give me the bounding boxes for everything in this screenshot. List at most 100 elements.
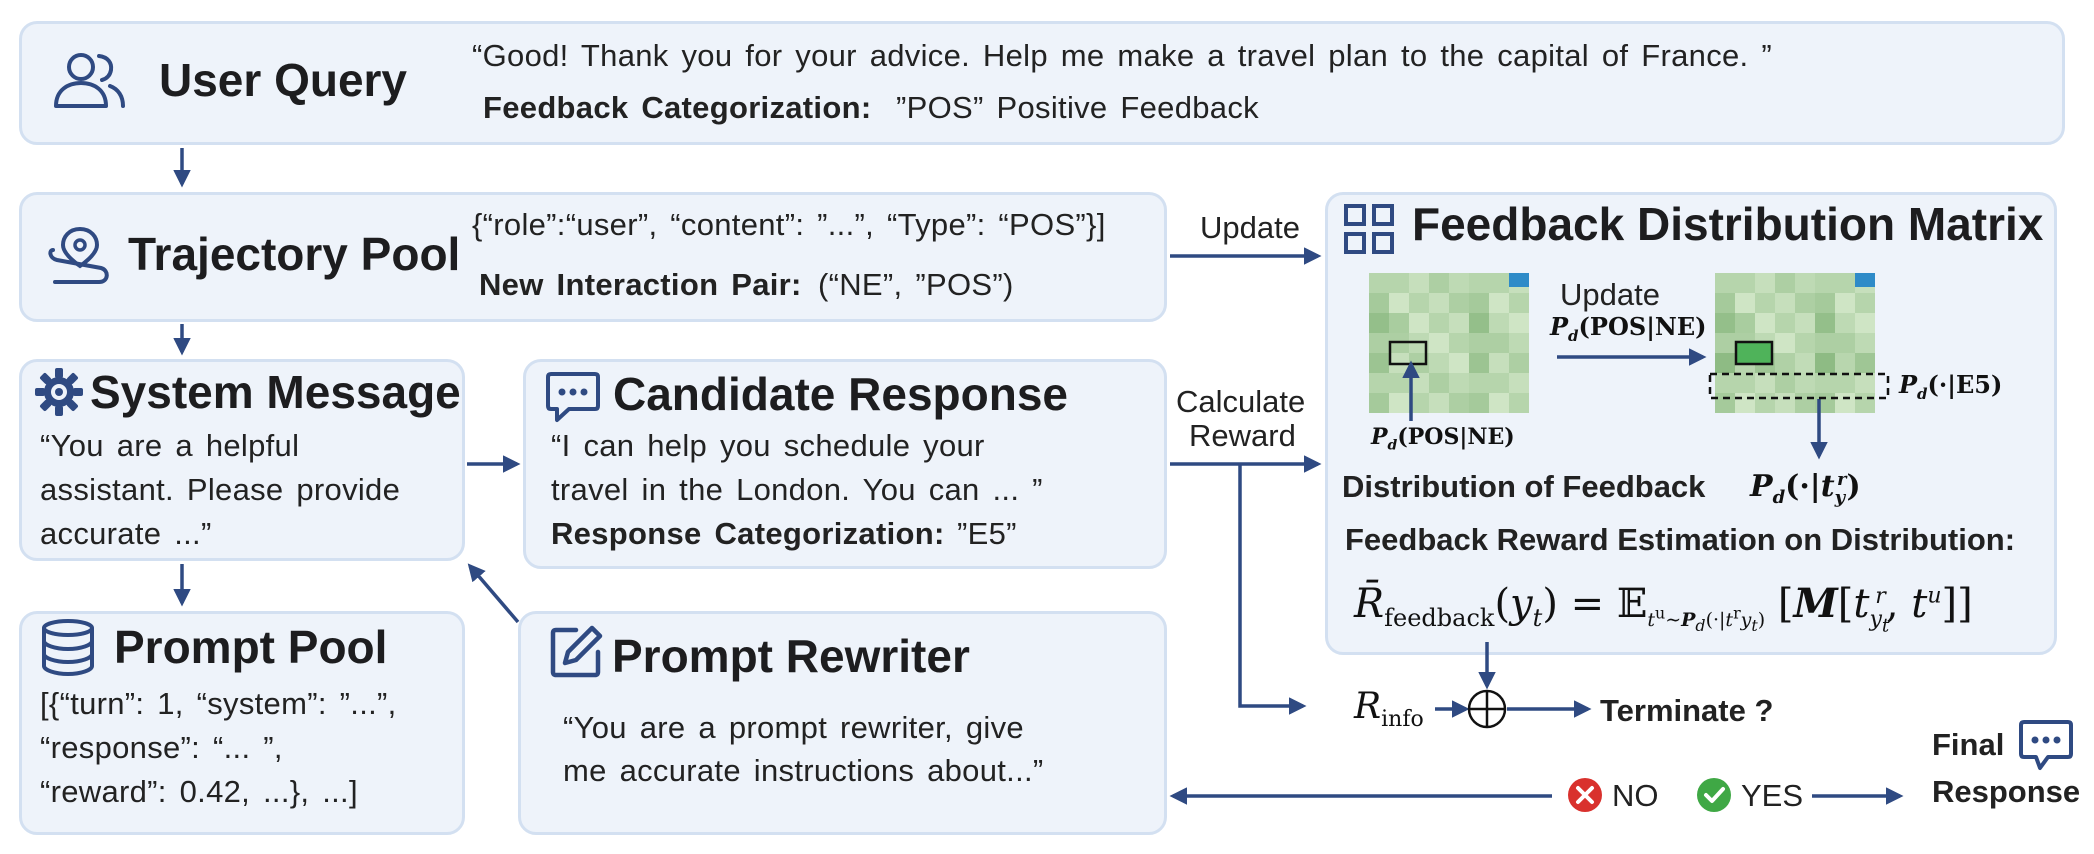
heatmap-cell [1835, 293, 1855, 313]
trajectory-record-text: {“role”:“user”, “content”: ”...”, “Type”… [472, 207, 1106, 242]
heatmap-cell [1715, 353, 1735, 373]
candidate-response-line-1: “I can help you schedule your [551, 428, 985, 463]
prompt-pool-line-1: [{“turn”: 1, “system”: ”...”, [40, 686, 397, 721]
candidate-response-line-2: travel in the London. You can ... ” [551, 472, 1043, 507]
heatmap-cell [1815, 293, 1835, 313]
chat-icon [546, 372, 600, 422]
heatmap-cell [1469, 333, 1489, 353]
feedback-categorization-value: ”POS” Positive Feedback [896, 90, 1259, 125]
heatmap-cell [1449, 353, 1469, 373]
feedback-matrix-title: Feedback Distribution Matrix [1412, 198, 2044, 250]
final-response-chat-icon [2019, 720, 2073, 770]
trajectory-pool-title: Trajectory Pool [128, 228, 461, 280]
row-distribution-label: Pd(·|E5) [1899, 370, 2003, 403]
candidate-response-panel [523, 359, 1167, 569]
heatmap-cell [1469, 373, 1489, 393]
heatmap-cell [1369, 293, 1389, 313]
heatmap-cell [1715, 373, 1735, 393]
heatmap-cell [1489, 353, 1509, 373]
heatmap-cell [1755, 273, 1775, 293]
arrow-calc-reward-to-rinfo [1238, 464, 1307, 715]
heatmap-cell [1369, 333, 1389, 353]
heatmap-cell [1409, 373, 1429, 393]
feedback-matrix-panel [1325, 192, 2057, 655]
response-categorization-label: Response Categorization: [551, 516, 945, 551]
database-icon [42, 619, 94, 677]
heatmap-cell [1429, 353, 1449, 373]
r-info-label: Rinfo [1354, 686, 1424, 733]
heatmap-cell [1369, 273, 1389, 293]
heatmap-cell [1775, 353, 1795, 373]
system-message-line-2: assistant. Please provide [40, 472, 401, 507]
heatmap-cell [1815, 373, 1835, 393]
candidate-response-title: Candidate Response [613, 368, 1068, 420]
prompt-rewriter-title: Prompt Rewriter [612, 630, 970, 682]
heatmap-cell [1409, 293, 1429, 313]
heatmap-cell [1449, 373, 1469, 393]
heatmap-cell [1509, 333, 1529, 353]
heatmap-cell [1815, 273, 1835, 293]
heatmap-cell [1755, 373, 1775, 393]
prompt-pool-title: Prompt Pool [114, 621, 388, 673]
calculate-reward-label-1: Calculate [1176, 384, 1306, 419]
heatmap-cell [1755, 313, 1775, 333]
heatmap-cell [1389, 313, 1409, 333]
heatmap-cell [1855, 373, 1875, 393]
heatmap-cell [1835, 333, 1855, 353]
heatmap-cell [1775, 373, 1795, 393]
heatmap-cell [1409, 313, 1429, 333]
prompt-pool-line-3: “reward”: 0.42, ...}, ...] [40, 774, 358, 809]
interaction-pair-label: New Interaction Pair: [479, 267, 802, 302]
heatmap-cell [1429, 313, 1449, 333]
gear-icon [35, 368, 83, 416]
heatmap-cell [1369, 373, 1389, 393]
user-query-panel [19, 21, 2065, 145]
heatmap-cell [1855, 313, 1875, 333]
edit-icon [550, 625, 603, 678]
system-message-line-1: “You are a helpful [40, 428, 300, 463]
heatmap-cell [1715, 313, 1735, 333]
distribution-of-feedback-label: Distribution of Feedback [1342, 469, 1706, 504]
no-icon [1568, 778, 1602, 812]
heatmap-cell [1835, 353, 1855, 373]
grid-icon [1344, 204, 1394, 254]
heatmap-cell [1369, 313, 1389, 333]
heatmap-cell [1795, 373, 1815, 393]
arrow-rewriter-to-system [467, 563, 520, 624]
heatmap-cell [1715, 293, 1735, 313]
heatmap-cell [1449, 333, 1469, 353]
heatmap-cell [1509, 353, 1529, 373]
heatmap-cell [1795, 273, 1815, 293]
heatmap-cell [1795, 293, 1815, 313]
heatmap-cell [1815, 353, 1835, 373]
heatmap-cell [1795, 353, 1815, 373]
heatmap-cell [1835, 313, 1855, 333]
heatmap-cell [1815, 333, 1835, 353]
heatmap-cell [1429, 293, 1449, 313]
sum-operator [1467, 689, 1507, 729]
heatmap-cell [1369, 353, 1389, 373]
update-arrow-label: Update [1200, 210, 1300, 245]
heatmap-cell [1795, 333, 1815, 353]
heatmap-cell [1715, 273, 1735, 293]
heatmap-cell [1469, 353, 1489, 373]
heatmap-accent-cell [1855, 273, 1875, 287]
heatmap-cell [1715, 333, 1735, 353]
heatmap-cell [1509, 313, 1529, 333]
heatmap-cell [1855, 333, 1875, 353]
user-query-title: User Query [159, 54, 408, 106]
prompt-rewriter-panel [518, 611, 1167, 835]
heatmap-cell [1775, 313, 1795, 333]
final-response-label-2: Response [1932, 774, 2081, 809]
reward-estimation-label: Feedback Reward Estimation on Distributi… [1345, 522, 2016, 557]
matrix-heatmap-before [1369, 273, 1529, 413]
reward-estimation-formula: R̄feedback(yt) = 𝔼tu∼Pd(·|tryt) [M[tytr,… [1354, 580, 1973, 637]
trajectory-pool-panel [19, 192, 1167, 322]
heatmap-cell [1835, 373, 1855, 393]
heatmap-cell [1735, 373, 1755, 393]
heatmap-cell [1735, 293, 1755, 313]
heatmap-accent-cell [1509, 273, 1529, 287]
heatmap-cell [1735, 313, 1755, 333]
feedback-categorization-label: Feedback Categorization: [483, 90, 872, 125]
heatmap-cell [1755, 293, 1775, 313]
